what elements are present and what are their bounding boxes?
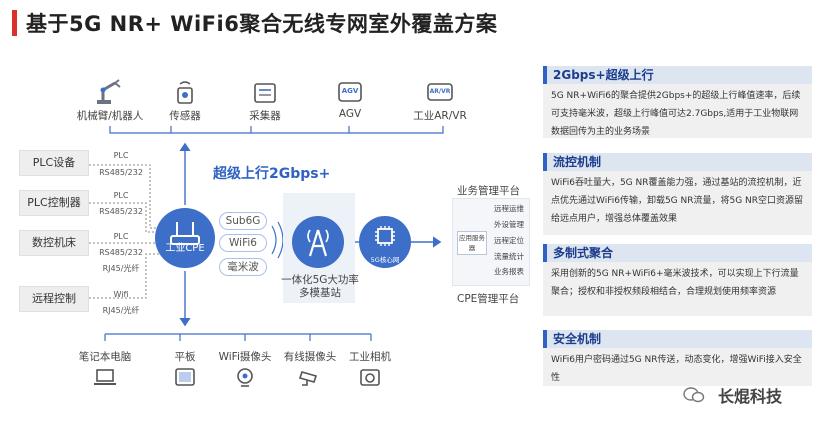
cpe-node: 工业CPE bbox=[155, 208, 215, 268]
uplink-label: 超级上行2Gbps+ bbox=[213, 166, 331, 182]
tablet-icon bbox=[175, 368, 195, 386]
band-sub6g: Sub6G bbox=[219, 212, 267, 230]
chip-icon bbox=[375, 226, 395, 246]
core-network-label: 5G核心网 bbox=[370, 256, 400, 264]
panel-body: 采用创新的5G NR+WiFi6+毫米波技术，可以实现上下行流量聚合；授权和非授… bbox=[551, 269, 799, 297]
device-laptop: 笔记本电脑 bbox=[65, 349, 145, 388]
panel-title: 多制式聚合 bbox=[543, 244, 812, 262]
left-device-plc-controller: PLC控制器 bbox=[19, 190, 89, 216]
base-station-line2: 多模基站 bbox=[299, 287, 341, 299]
link-label: RJ45/光纤 bbox=[102, 264, 140, 273]
link-label: RJ45/光纤 bbox=[102, 306, 140, 315]
panel-body: WiFi6用户密码通过5G NR传送，动态变化，增强WiFi接入安全性 bbox=[551, 355, 802, 383]
business-platform-title: 业务管理平台 bbox=[457, 185, 520, 197]
robot-arm-icon bbox=[97, 79, 121, 104]
app-server-box: 应用服务器 bbox=[457, 231, 487, 255]
link-label: RS485/232 bbox=[99, 207, 143, 216]
laptop-icon bbox=[94, 369, 116, 385]
agv-badge: AGV bbox=[341, 87, 359, 95]
business-item: 流量统计 bbox=[494, 252, 524, 261]
connector-lines bbox=[89, 126, 444, 341]
page-title: 基于5G NR+ WiFi6聚合无线专网室外覆盖方案 bbox=[26, 12, 498, 36]
link-label: PLC bbox=[113, 151, 129, 160]
device-wifi-camera: WiFi摄像头 bbox=[205, 349, 285, 388]
panel-aggregation: 多制式聚合 采用创新的5G NR+WiFi6+毫米波技术，可以实现上下行流量聚合… bbox=[543, 244, 812, 316]
cpe-platform-label: CPE管理平台 bbox=[457, 293, 520, 305]
panel-body: 5G NR+WiFi6的聚合提供2Gbps+的超级上行峰值速率，后续可支持毫米波… bbox=[551, 91, 801, 137]
watermark-text: 长焜科技 bbox=[718, 387, 783, 406]
cctv-camera-icon bbox=[298, 371, 318, 386]
panel-title: 2Gbps+超级上行 bbox=[543, 66, 812, 84]
cpe-label: 工业CPE bbox=[165, 243, 205, 254]
panel-security: 安全机制 WiFi6用户密码通过5G NR传送，动态变化，增强WiFi接入安全性 bbox=[543, 330, 812, 386]
device-label: 机械臂/机器人 bbox=[76, 110, 144, 122]
link-label: PLC bbox=[113, 232, 129, 241]
device-cctv-camera: 有线摄像头 bbox=[270, 349, 350, 388]
band-mmwave: 毫米波 bbox=[219, 258, 267, 276]
business-item: 外设管理 bbox=[494, 220, 524, 229]
device-label: 平板 bbox=[174, 351, 196, 363]
base-station-label: 一体化5G大功率 多模基站 bbox=[276, 274, 364, 300]
device-robot-arm: 机械臂/机器人 bbox=[62, 78, 158, 123]
panel-title: 安全机制 bbox=[543, 330, 812, 348]
device-tablet: 平板 bbox=[145, 349, 225, 388]
core-network-node bbox=[359, 216, 411, 268]
wechat-logo-icon bbox=[683, 387, 705, 403]
device-industrial-camera: 工业相机 bbox=[330, 349, 410, 388]
link-label: RS485/232 bbox=[99, 248, 143, 257]
industrial-camera-icon bbox=[360, 369, 380, 386]
device-label: 工业相机 bbox=[349, 351, 391, 363]
agv-icon bbox=[338, 82, 362, 102]
router-icon bbox=[170, 222, 200, 245]
antenna-icon bbox=[307, 229, 329, 257]
ar-vr-badge: AR/VR bbox=[429, 88, 451, 95]
link-label: Wifi bbox=[113, 290, 129, 299]
wifi-camera-icon bbox=[237, 368, 253, 387]
left-device-remote: 远程控制 bbox=[19, 286, 89, 312]
collector-icon bbox=[254, 83, 276, 103]
device-label: AGV bbox=[338, 108, 362, 120]
device-label: 笔记本电脑 bbox=[78, 351, 132, 363]
panel-title: 流控机制 bbox=[543, 153, 812, 171]
sensor-icon bbox=[177, 81, 193, 104]
panel-flow-control: 流控机制 WiFi6吞吐量大，5G NR覆盖能力强，通过基站的流控机制，近点优先… bbox=[543, 153, 812, 235]
device-collector: 采集器 bbox=[217, 78, 313, 123]
business-item: 远程定位 bbox=[494, 236, 524, 245]
device-label: 工业AR/VR bbox=[413, 110, 467, 122]
device-label: 有线摄像头 bbox=[283, 351, 337, 363]
left-device-plc: PLC设备 bbox=[19, 150, 89, 176]
device-agv: AGV AGV bbox=[302, 78, 398, 120]
base-station-node bbox=[292, 216, 344, 268]
business-item: 远程运维 bbox=[494, 204, 524, 213]
ar-vr-icon bbox=[427, 83, 453, 101]
device-label: 采集器 bbox=[249, 110, 281, 122]
panel-body: WiFi6吞吐量大，5G NR覆盖能力强，通过基站的流控机制，近点优先通过WiF… bbox=[551, 178, 804, 224]
link-label: PLC bbox=[113, 191, 129, 200]
left-device-cnc: 数控机床 bbox=[19, 230, 89, 256]
band-wifi6: WiFi6 bbox=[219, 234, 267, 252]
device-label: 传感器 bbox=[169, 110, 201, 122]
device-ar-vr: 工业AR/VR AR/VR bbox=[392, 78, 488, 123]
base-station-line1: 一体化5G大功率 bbox=[281, 274, 359, 286]
link-label: RS485/232 bbox=[99, 168, 143, 177]
device-label: WiFi摄像头 bbox=[218, 351, 272, 363]
title-accent-bar bbox=[12, 10, 17, 36]
device-sensor: 传感器 bbox=[137, 78, 233, 123]
panel-uplink: 2Gbps+超级上行 5G NR+WiFi6的聚合提供2Gbps+的超级上行峰值… bbox=[543, 66, 812, 138]
business-item: 业务报表 bbox=[494, 267, 524, 276]
